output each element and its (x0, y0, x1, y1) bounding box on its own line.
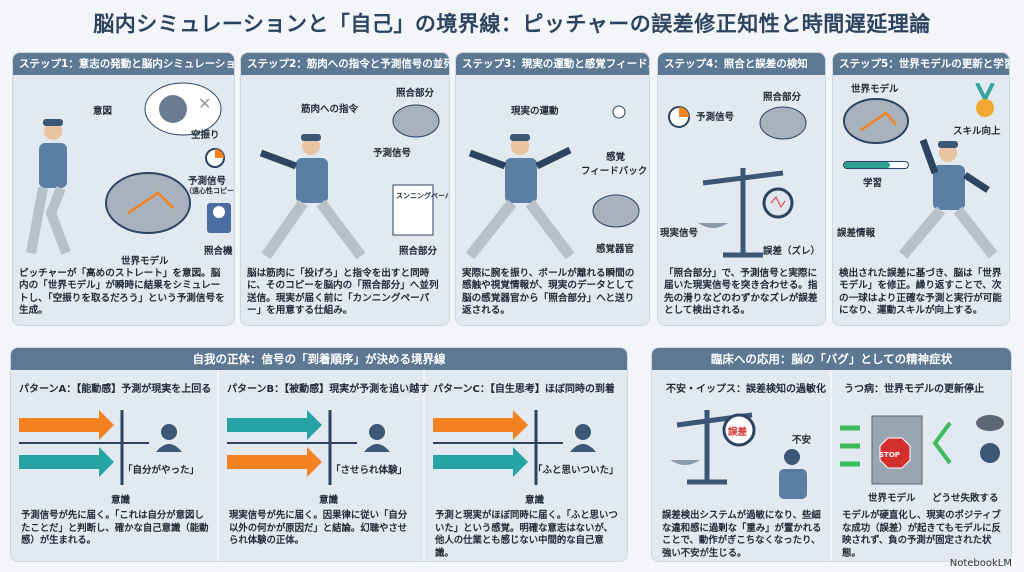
step-header: ステップ2：筋肉への指令と予測信号の並列送信 (241, 53, 449, 75)
label-skill-up: スキル向上 (953, 126, 1001, 137)
stopwatch-icon (668, 106, 690, 128)
step-header: ステップ4：照合と誤差の検知 (658, 53, 825, 75)
blocked-wall-icon (840, 415, 1004, 485)
brain-icon (392, 104, 440, 138)
baseball-icon (612, 105, 626, 119)
label-error: 誤差（ズレ） (763, 246, 821, 257)
medal-icon (975, 83, 995, 117)
stop-sign-label: STOP (879, 451, 900, 459)
label-comparator: 照合機 (204, 246, 233, 257)
signal-arrows-diagram (227, 410, 390, 485)
pattern-b: パターンB：【被動感】現実が予測を追い越す 「させられ体験」 意識 現実信号が先… (219, 370, 430, 561)
world-model-label: 世界モデル (868, 493, 916, 504)
pattern-quote: 「自分がやった」 (123, 465, 200, 476)
pitcher-illustration (259, 134, 366, 260)
depression: うつ病：世界モデルの更新停止 STOP 世界モデル どうせ失敗する モデルが硬直… (832, 370, 1011, 561)
svg-text:✕: ✕ (198, 94, 211, 113)
label-real-signal: 現実信号 (660, 228, 699, 239)
stopwatch-icon (205, 148, 225, 168)
pattern-description: 予測と現実がほぼ同時に届く。「ふと思いついた」という感覚。明確な意志はないが、他… (435, 510, 618, 559)
consciousness-label: 意識 (111, 495, 131, 506)
label-efference-copy: （遠心性コピー） (185, 187, 234, 195)
label-intent: 意図 (93, 106, 113, 117)
pattern-quote: 「ふと思いついた」 (533, 465, 619, 476)
label-comparator: 照合部分 (763, 92, 802, 103)
label-sensory: 感覚 (606, 152, 626, 163)
consciousness-label: 意識 (525, 495, 545, 506)
anxiety-yips: 不安・イップス：誤差検知の過敏化 誤差 不安 誤差検出システムが過敏になり、些細… (652, 370, 832, 561)
self-boundary-header: 自我の正体：信号の「到着順序」が決める境界線 (11, 348, 627, 370)
label-world-model: 世界モデル (851, 84, 899, 95)
clinical-panel: 臨床への応用：脳の「バグ」としての精神症状 不安・イップス：誤差検知の過敏化 誤… (651, 347, 1012, 562)
learning-progress-bar (843, 161, 909, 169)
step-description: 「照合部分」で、予測信号と実際に届いた現実信号を突き合わせる。指先の滑りなどのわ… (664, 268, 818, 316)
step-2-panel: ステップ2：筋肉への指令と予測信号の並列送信 筋肉への指令 照合部分 予測信号 … (240, 52, 450, 326)
comparator-icon (207, 203, 231, 233)
page-title: 脳内シミュレーションと「自己」の境界線：ピッチャーの誤差修正知性と時間遅延理論 (93, 12, 931, 36)
error-label: 誤差 (728, 427, 748, 438)
pattern-description: 予測信号が先に届く。「これは自分が意図したことだ」と判断し、確かな自己意識（能動… (21, 510, 209, 546)
label-feedback: フィードバック (581, 166, 648, 177)
signal-arrows-diagram (433, 410, 596, 485)
step-description: 実際に腕を振り、ボールが離れる瞬間の感触や視覚情報が、現実のデータとして脳の感覚… (462, 268, 635, 316)
pitcher-illustration (898, 138, 998, 259)
label-real-motion: 現実の運動 (511, 106, 559, 117)
step-1-panel: ステップ1：意志の発動と脳内シミュレーション 意図 ✕ 空振り 予測信号 （遠心… (12, 52, 235, 326)
step-5-panel: ステップ5：世界モデルの更新と学習 世界モデル スキル向上 学習 誤差情報 検出… (832, 52, 1010, 326)
step-4-panel: ステップ4：照合と誤差の検知 予測信号 照合部分 現実信号 誤差（ズレ） 「照合… (657, 52, 826, 326)
pattern-description: 現実信号が先に届く。因果律に従い「自分以外の何かが原因だ」と結論。幻聴やさせられ… (229, 510, 408, 546)
step-header: ステップ5：世界モデルの更新と学習 (833, 53, 1009, 75)
cheat-sheet-icon (392, 184, 434, 236)
notebooklm-logo: NotebookLM (949, 558, 1012, 569)
brain-icon (759, 106, 807, 140)
step-3-panel: ステップ3：現実の運動と感覚フィードバック 現実の運動 感覚 フィードバック 感… (455, 52, 650, 326)
step-header: ステップ3：現実の運動と感覚フィードバック (456, 53, 649, 75)
negative-prediction-label: どうせ失敗する (932, 493, 999, 504)
signal-arrows-diagram (19, 410, 182, 485)
clinical-title: うつ病：世界モデルの更新停止 (844, 384, 984, 395)
brain-icon (105, 172, 191, 234)
brain-icon (843, 98, 909, 144)
pattern-a: パターンA：【能動感】予測が現実を上回る 「自分がやった」 意識 予測信号が先に… (11, 370, 219, 561)
consciousness-label: 意識 (319, 495, 339, 506)
label-prediction: 予測信号 (696, 112, 735, 123)
pitcher-illustration (26, 119, 71, 255)
pattern-quote: 「させられ体験」 (331, 465, 408, 476)
pattern-c: パターンC：【自生思考】ほぼ同時の到着 「ふと思いついた」 意識 予測と現実がほ… (425, 370, 627, 561)
label-sense-organ: 感覚器官 (596, 244, 635, 255)
step-description: 脳は筋肉に「投げろ」と指令を出すと同時に、そのコピーを脳内の「照合部分」へ並列送… (247, 268, 439, 316)
label-prediction: 予測信号 (373, 148, 412, 159)
pattern-title: パターンC：【自生思考】ほぼ同時の到着 (433, 384, 615, 395)
pattern-title: パターンA：【能動感】予測が現実を上回る (19, 384, 212, 395)
label-cheat-sheet: スンニングペーパー… (396, 192, 449, 200)
scale-icon (698, 168, 794, 258)
pitcher-illustration (465, 134, 575, 260)
step-description: 検出された誤差に基づき、脳は「世界モデル」を修正。繰り返すことで、次の一球はより… (839, 268, 1002, 316)
label-world-model: 世界モデル (121, 256, 169, 267)
label-swing: 空振り (191, 130, 220, 141)
pattern-title: パターンB：【被動感】現実が予測を追い越す (227, 384, 430, 395)
clinical-description: モデルが硬直化し、現実のポジティブな成功（誤差）が起きてもモデルに反映されず、負… (842, 510, 1001, 559)
label-prediction: 予測信号 (188, 176, 227, 187)
scale-magnifier-icon (670, 410, 756, 485)
self-boundary-panel: 自我の正体：信号の「到着順序」が決める境界線 パターンA：【能動感】予測が現実を… (10, 347, 628, 562)
brain-icon (592, 194, 640, 228)
label-motor-command: 筋肉への指令 (301, 104, 359, 115)
clinical-title: 不安・イップス：誤差検知の過敏化 (666, 384, 826, 395)
label-comparator-2: 照合部分 (399, 246, 438, 257)
clinical-header: 臨床への応用：脳の「バグ」としての精神症状 (652, 348, 1011, 370)
clinical-description: 誤差検出システムが過敏になり、些細な違和感に過剰な「重み」が置かれることで、動作… (662, 510, 822, 559)
anxious-player-icon (779, 449, 807, 499)
anxiety-label: 不安 (792, 435, 812, 446)
step-header: ステップ1：意志の発動と脳内シミュレーション (13, 53, 234, 75)
label-learning: 学習 (863, 178, 883, 189)
label-comparator: 照合部分 (396, 88, 435, 99)
step-description: ピッチャーが「高めのストレート」を意図。脳内の「世界モデル」が瞬時に結果をシミュ… (19, 268, 225, 316)
label-error-info: 誤差情報 (837, 228, 876, 239)
thought-cloud-icon: ✕ (144, 82, 222, 136)
